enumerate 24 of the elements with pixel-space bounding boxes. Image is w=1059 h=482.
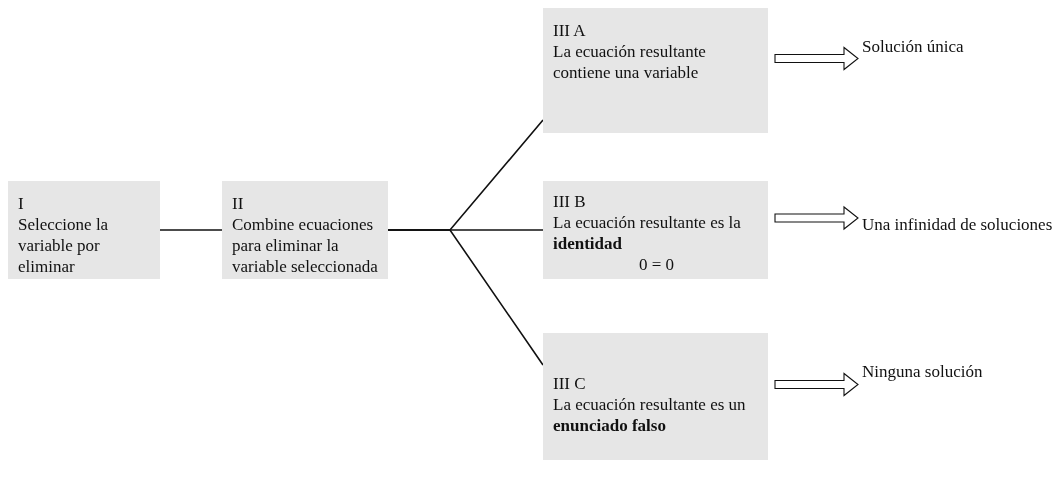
double-arrow (774, 372, 859, 397)
step-text: Seleccione la variable por eliminar (18, 214, 110, 277)
step-box (222, 181, 388, 279)
step-number: III A (553, 20, 586, 41)
step-box (543, 333, 768, 460)
connector-line (387, 229, 544, 366)
step-number: I (18, 193, 24, 214)
double-arrow (774, 46, 859, 71)
step-text: La ecuación resultante contiene una variable (553, 41, 707, 83)
step-text: La ecuación resultante es un enunciado falso (553, 394, 747, 436)
step-text: Combine ecuaciones para eliminar la variable seleccionada (232, 214, 379, 277)
result-text: Solución única (862, 36, 964, 57)
step-text: La ecuación resultante es la identidad (553, 212, 742, 254)
step-box (543, 181, 768, 279)
step-box (543, 8, 768, 133)
result-text: Una infinidad de soluciones (862, 214, 1053, 235)
result-text: Ninguna solución (862, 361, 983, 382)
step-number: III C (553, 373, 586, 394)
double-arrow (774, 205, 859, 231)
equation-text: 0 = 0 (637, 254, 676, 275)
step-number: II (232, 193, 244, 214)
connector-line (159, 229, 223, 231)
step-number: III B (553, 191, 586, 212)
step-box (8, 181, 160, 279)
